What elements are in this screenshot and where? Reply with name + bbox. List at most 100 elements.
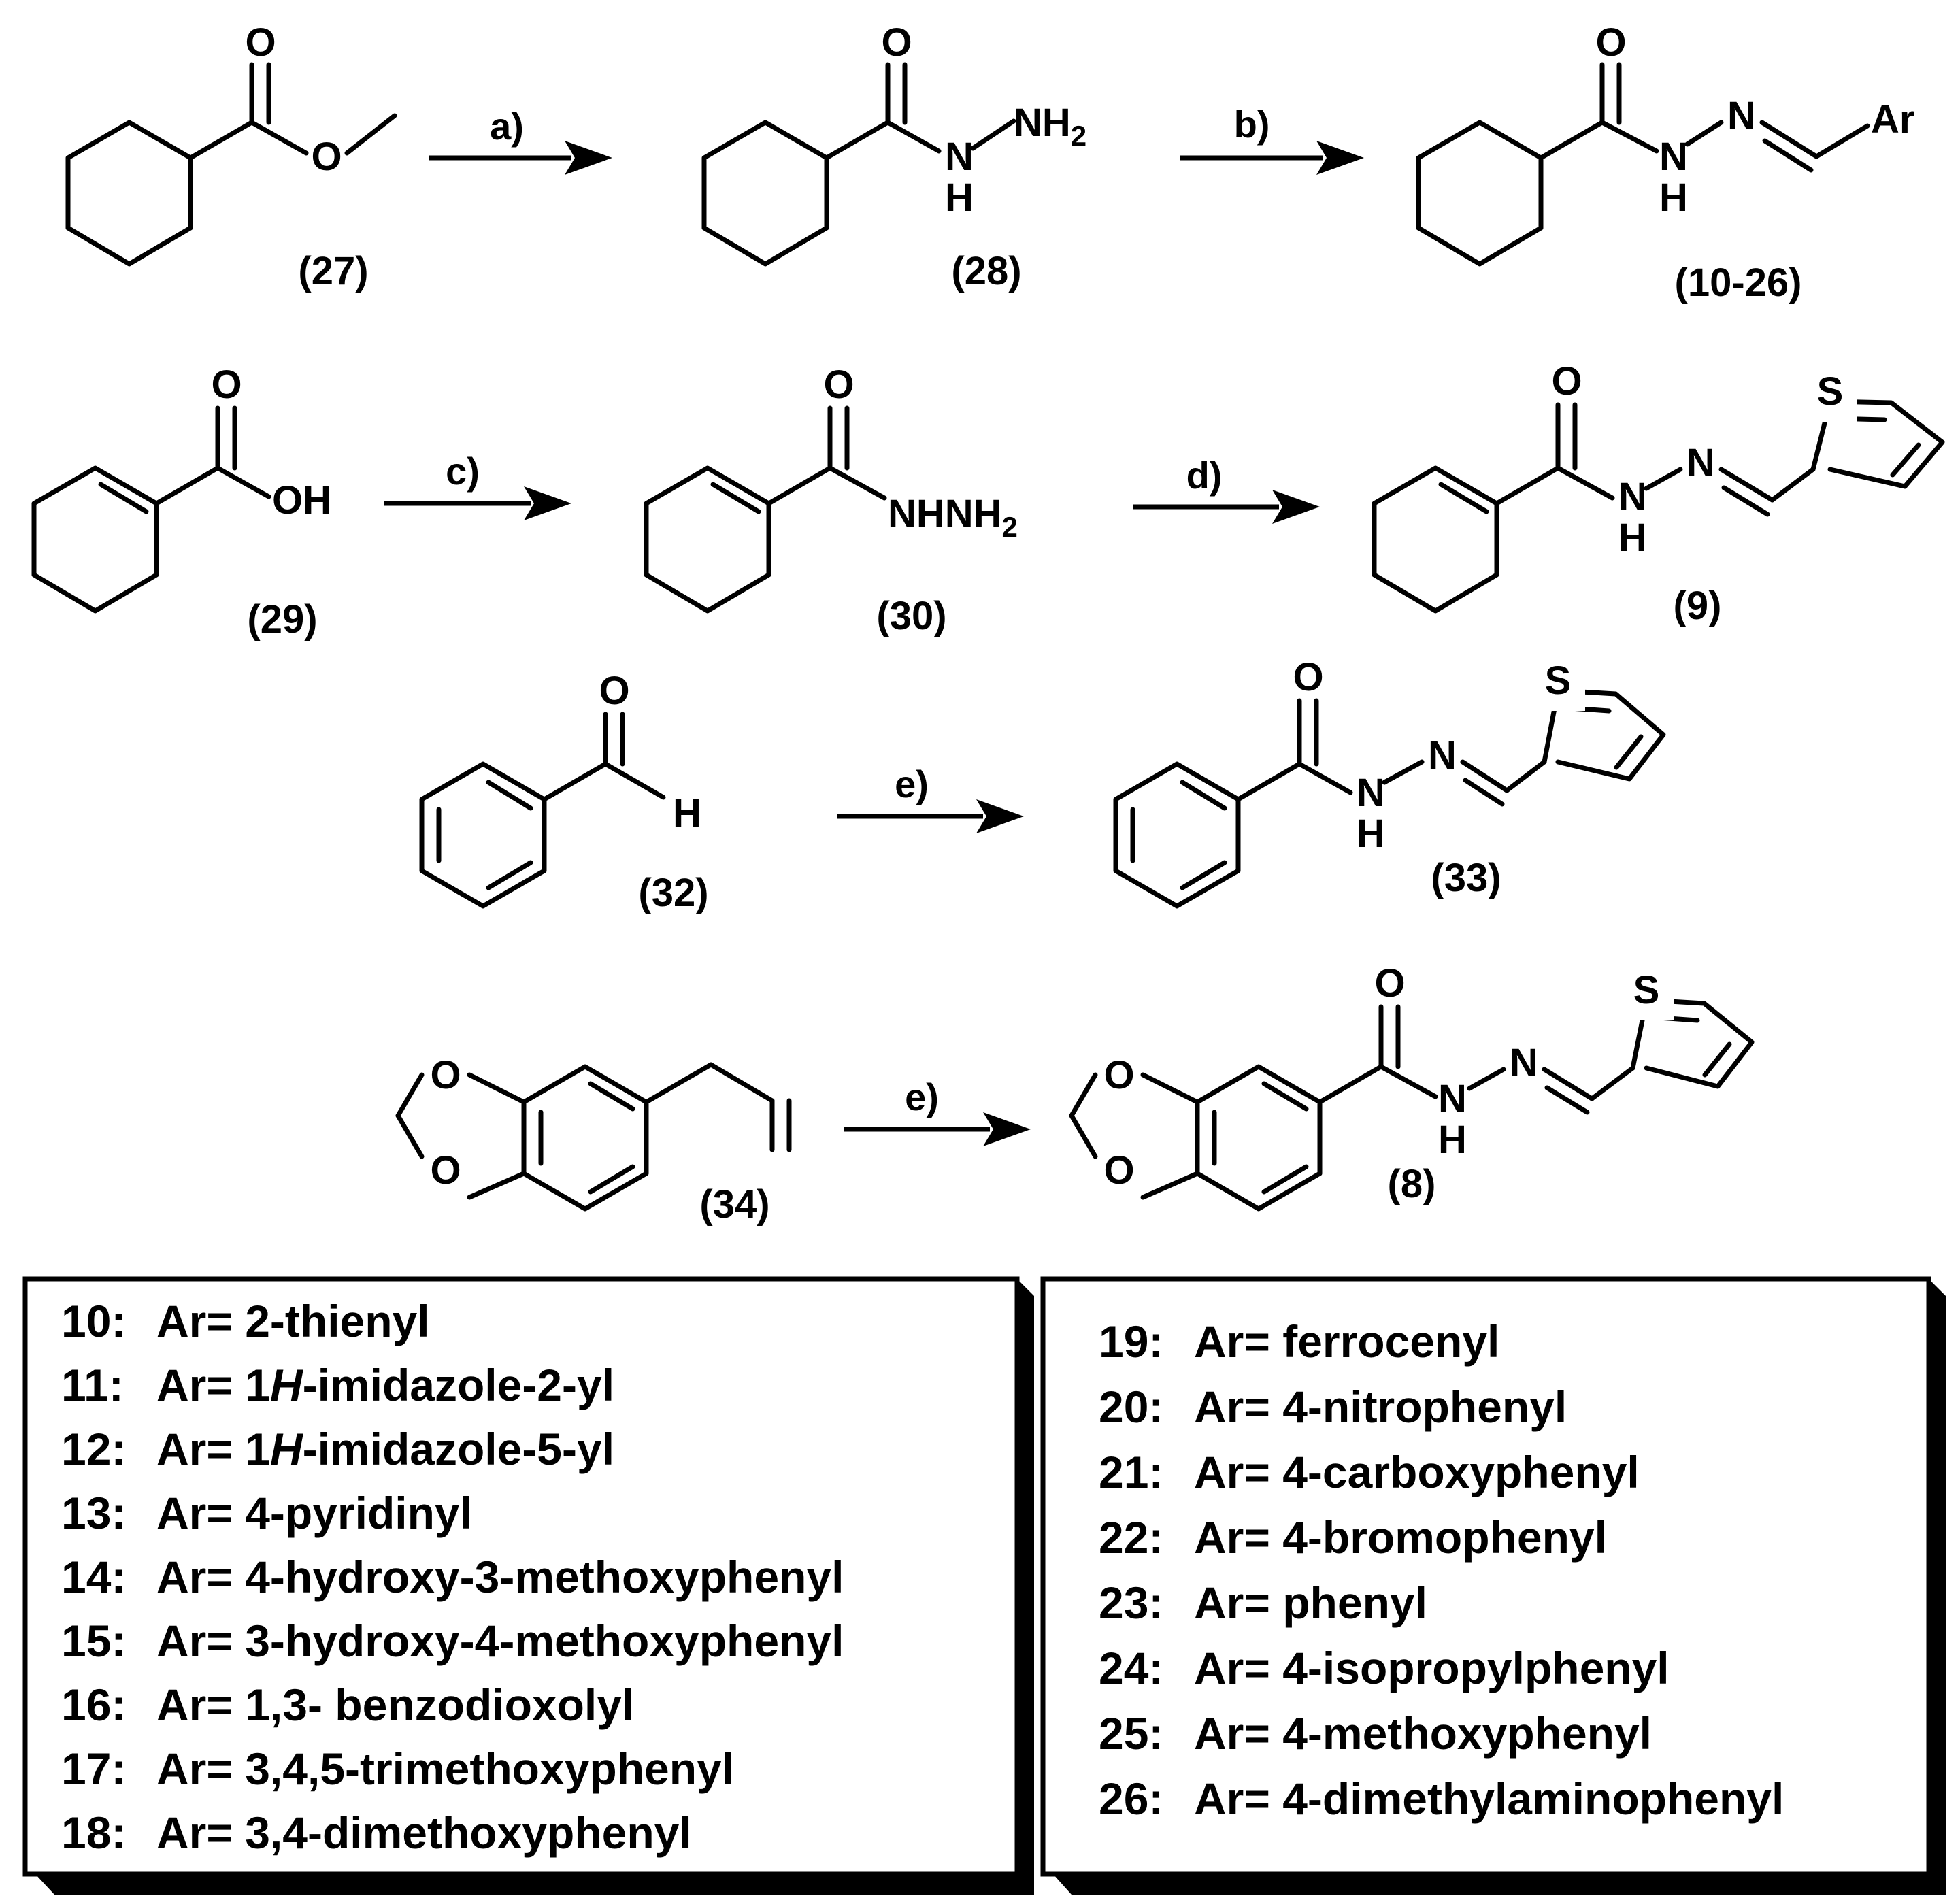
table-row-text: Ar= 1H-imidazole-2-yl [156, 1360, 614, 1410]
compound-label-30: (30) [876, 594, 946, 638]
atom-o: O [881, 20, 912, 65]
atom-s: S [1817, 369, 1844, 414]
atom-n: N [1510, 1041, 1538, 1085]
reaction-arrow-c: c) [384, 450, 571, 520]
reaction-arrow-e: e) [844, 1076, 1031, 1146]
table-row-text: Ar= 4-dimethylaminophenyl [1194, 1773, 1784, 1824]
table-row-number: 21: [1099, 1447, 1163, 1497]
compound-label-27: (27) [298, 249, 368, 293]
compound-label-10-26: (10-26) [1675, 261, 1802, 305]
atom-h: H [1618, 516, 1647, 560]
atom-s: S [1633, 968, 1660, 1012]
table-row-number: 16: [61, 1680, 126, 1730]
atom-o: O [1374, 961, 1405, 1005]
compound-label-33: (33) [1431, 856, 1501, 900]
atom-ar: Ar [1871, 97, 1914, 141]
table-row-text: Ar= 3,4,5-trimethoxyphenyl [156, 1744, 734, 1794]
condition-c: c) [446, 450, 480, 493]
reaction-arrow-e: e) [837, 763, 1024, 833]
table-row-number: 25: [1099, 1708, 1163, 1759]
compound-label-29: (29) [247, 597, 317, 641]
atom-n: N [1438, 1077, 1467, 1121]
compound-label-34: (34) [699, 1182, 769, 1227]
atom-o: O [1595, 20, 1626, 65]
structure-34: O O (34) [395, 1053, 792, 1227]
table-row-text: Ar= 4-bromophenyl [1194, 1512, 1607, 1563]
reaction-arrow-b: b) [1180, 103, 1364, 175]
atom-n: N [1618, 475, 1647, 519]
atom-s: S [1545, 659, 1572, 703]
condition-e: e) [905, 1076, 939, 1118]
structure-30: O NHNH2 (30) [644, 363, 1018, 638]
table-row-number: 23: [1099, 1578, 1163, 1628]
structure-27: O O (27) [65, 20, 397, 293]
table-row-text: Ar= 4-carboxyphenyl [1194, 1447, 1640, 1497]
table-row-number: 10: [61, 1296, 126, 1346]
structure-32: O H (32) [419, 669, 709, 915]
atom-o: O [311, 135, 342, 179]
table-row-text: Ar= 3-hydroxy-4-methoxyphenyl [156, 1616, 844, 1666]
reaction-arrow-d: d) [1133, 454, 1320, 524]
atom-h: H [1357, 812, 1385, 856]
table-row-text: Ar= 2-thienyl [156, 1296, 430, 1346]
substituent-table-left: 10: Ar= 2-thienyl 11: Ar= 1H-imidazole-2-yl… [22, 1276, 1034, 1895]
structure-8: S O O O N H N (8) [1069, 961, 1755, 1212]
structure-29: O OH (29) [31, 363, 331, 641]
compound-label-32: (32) [638, 871, 708, 915]
table-row-number: 11: [61, 1360, 124, 1410]
structure-28: O N H NH2 (28) [701, 20, 1086, 293]
compound-label-8: (8) [1388, 1162, 1436, 1206]
atom-o: O [1551, 359, 1582, 403]
atom-n: N [1357, 771, 1385, 815]
compound-label-28: (28) [951, 249, 1021, 293]
atom-o: O [1103, 1148, 1134, 1193]
table-row-text: Ar= 4-methoxyphenyl [1194, 1708, 1652, 1759]
atom-o: O [599, 669, 629, 713]
atom-n: N [945, 135, 974, 179]
atom-n: N [1687, 441, 1715, 485]
table-row-text: Ar= 4-pyridinyl [156, 1488, 472, 1538]
condition-e: e) [895, 763, 929, 805]
atom-o: O [1103, 1053, 1134, 1097]
atom-n: N [1659, 135, 1688, 179]
atom-o: O [823, 363, 854, 407]
atom-o: O [211, 363, 242, 407]
table-row-number: 13: [61, 1488, 126, 1538]
atom-n: N [1727, 94, 1756, 138]
atom-oh: OH [272, 478, 331, 522]
atom-o: O [430, 1148, 461, 1193]
atom-h: H [1659, 176, 1688, 220]
table-row-text: Ar= 4-isopropylphenyl [1194, 1643, 1670, 1693]
table-row-number: 14: [61, 1552, 126, 1602]
table-row-number: 24: [1099, 1643, 1163, 1693]
condition-a: a) [490, 105, 524, 148]
reaction-arrow-a: a) [429, 105, 612, 175]
table-row-number: 17: [61, 1744, 126, 1794]
table-row-text: Ar= 1H-imidazole-5-yl [156, 1424, 614, 1474]
table-row-number: 15: [61, 1616, 126, 1666]
compound-label-9: (9) [1674, 584, 1722, 628]
atom-nhnh2: NHNH2 [888, 492, 1018, 543]
table-row-number: 26: [1099, 1773, 1163, 1824]
atom-nh2: NH2 [1014, 101, 1086, 152]
atom-h: H [673, 791, 701, 835]
table-row-number: 12: [61, 1424, 126, 1474]
table-row-number: 20: [1099, 1382, 1163, 1432]
atom-h: H [945, 176, 974, 220]
table-row-number: 22: [1099, 1512, 1163, 1563]
atom-h: H [1438, 1118, 1467, 1162]
structure-10-26: O N H N Ar (10-26) [1416, 20, 1914, 305]
condition-d: d) [1186, 454, 1223, 497]
atom-o: O [245, 20, 276, 65]
table-row-text: Ar= phenyl [1194, 1578, 1427, 1628]
structure-9: S O N H N (9) [1372, 359, 1945, 628]
condition-b: b) [1234, 103, 1270, 146]
table-row-text: Ar= 3,4-dimethoxyphenyl [156, 1807, 692, 1858]
table-row-text: Ar= 4-nitrophenyl [1194, 1382, 1567, 1432]
table-row-text: Ar= 1,3- benzodioxolyl [156, 1680, 634, 1730]
atom-o: O [1293, 655, 1323, 699]
table-row-text: Ar= 4-hydroxy-3-methoxyphenyl [156, 1552, 844, 1602]
atom-o: O [430, 1053, 461, 1097]
atom-n: N [1428, 733, 1457, 778]
